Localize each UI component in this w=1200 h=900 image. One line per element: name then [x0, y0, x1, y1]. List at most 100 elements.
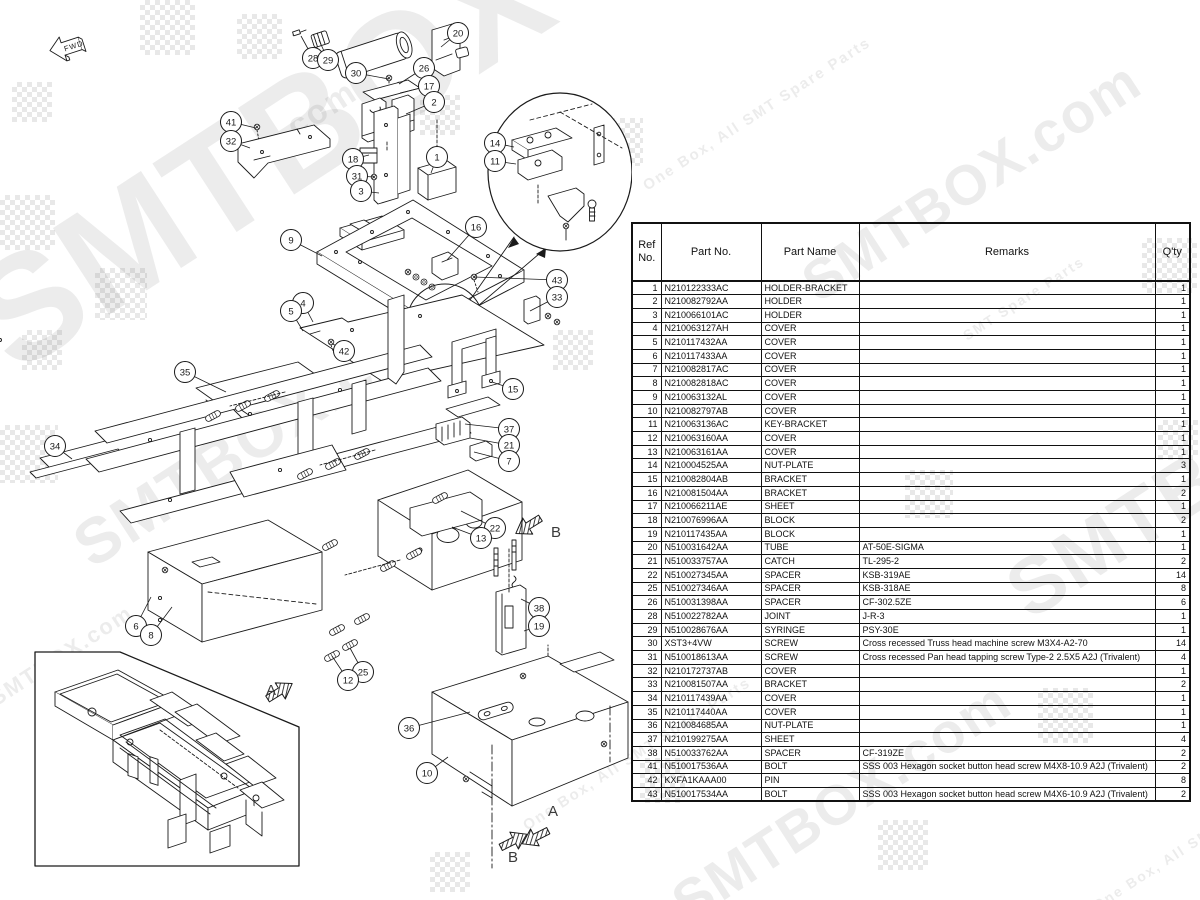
cell-qty: 14	[1154, 636, 1191, 652]
svg-text:11: 11	[490, 156, 500, 167]
cell-remarks	[858, 663, 1156, 679]
cell-part-name: COVER	[760, 444, 860, 460]
cell-qty: 1	[1154, 540, 1191, 556]
cell-part-name: KEY-BRACKET	[760, 417, 860, 433]
cell-ref-no: 29	[631, 622, 662, 638]
svg-text:6: 6	[133, 621, 138, 632]
cell-part-name: COVER	[760, 704, 860, 720]
cell-remarks	[858, 335, 1156, 350]
callout-balloon-19: 19	[528, 615, 550, 637]
cell-part-name: COVER	[760, 403, 860, 419]
cell-ref-no: 3	[631, 307, 662, 323]
svg-text:10: 10	[422, 768, 433, 779]
exploded-assembly-diagram: FWD	[0, 22, 632, 869]
svg-text:7: 7	[506, 456, 511, 467]
cell-part-no: N210172737AB	[660, 663, 762, 679]
callout-balloon-43: 43	[546, 269, 568, 291]
callout-balloon-8: 8	[140, 624, 162, 646]
cell-remarks: CF-319ZE	[858, 745, 1156, 761]
cell-remarks: PSY-30E	[858, 622, 1156, 638]
cell-part-name: NUT-PLATE	[760, 458, 860, 474]
cell-ref-no: 14	[631, 458, 662, 474]
cell-part-no: N210063160AA	[660, 431, 762, 446]
cell-part-name: COVER	[760, 321, 860, 337]
cell-part-name: TUBE	[760, 540, 860, 556]
cell-part-name: SPACER	[760, 567, 860, 583]
cell-qty: 1	[1154, 609, 1191, 624]
header-remarks: Remarks	[858, 222, 1156, 282]
cell-qty: 1	[1154, 390, 1191, 405]
cell-qty: 1	[1154, 663, 1191, 679]
svg-text:36: 36	[404, 723, 415, 734]
cell-qty: 1	[1154, 718, 1191, 734]
svg-text:1: 1	[434, 152, 439, 163]
cell-part-no: N210082804AB	[660, 472, 762, 487]
svg-text:9: 9	[288, 235, 293, 246]
cell-part-no: N210063136AC	[660, 417, 762, 433]
callout-balloon-16: 16	[465, 216, 487, 238]
cell-part-no: N510028676AA	[660, 622, 762, 638]
svg-text:28: 28	[308, 53, 319, 64]
cell-part-name: SHEET	[760, 732, 860, 747]
cell-qty: 2	[1154, 513, 1191, 528]
cell-part-no: N210004525AA	[660, 458, 762, 474]
svg-text:21: 21	[504, 440, 515, 451]
cell-qty: 6	[1154, 595, 1191, 610]
cell-remarks	[858, 390, 1156, 405]
cell-ref-no: 30	[631, 636, 662, 652]
cell-ref-no: 35	[631, 704, 662, 720]
cell-remarks	[858, 417, 1156, 433]
svg-text:16: 16	[471, 222, 482, 233]
svg-text:26: 26	[419, 63, 430, 74]
cell-remarks	[858, 431, 1156, 446]
cell-qty: 8	[1154, 581, 1191, 597]
cell-remarks	[858, 294, 1156, 309]
cell-part-name: HOLDER-BRACKET	[760, 280, 860, 296]
callout-balloon-11: 11	[484, 150, 506, 172]
cell-qty: 1	[1154, 704, 1191, 720]
cell-ref-no: 8	[631, 376, 662, 391]
cell-remarks	[858, 718, 1156, 734]
cell-ref-no: 5	[631, 335, 662, 350]
cell-part-no: N210082817AC	[660, 362, 762, 378]
cell-part-no: N210084685AA	[660, 718, 762, 734]
cell-part-no: N210082818AC	[660, 376, 762, 391]
cell-ref-no: 1	[631, 280, 662, 296]
cell-part-name: BOLT	[760, 786, 860, 802]
cell-remarks	[858, 444, 1156, 460]
cell-part-name: HOLDER	[760, 294, 860, 309]
callout-leader	[473, 276, 558, 281]
cell-part-name: SPACER	[760, 595, 860, 610]
cell-ref-no: 12	[631, 431, 662, 446]
cell-qty: 2	[1154, 786, 1191, 802]
direction-label-B: B	[551, 524, 561, 541]
cell-part-name: COVER	[760, 691, 860, 706]
cell-part-name: COVER	[760, 390, 860, 405]
cell-remarks	[858, 691, 1156, 706]
cell-part-no: N510017536AA	[660, 759, 762, 775]
cell-part-name: SHEET	[760, 499, 860, 515]
svg-text:37: 37	[504, 424, 515, 435]
cell-ref-no: 6	[631, 348, 662, 364]
cell-part-name: COVER	[760, 376, 860, 391]
watermark-text: One Box, All SMT Sp	[1090, 804, 1200, 900]
header-part-no: Part No.	[660, 222, 762, 282]
svg-text:5: 5	[288, 306, 293, 317]
